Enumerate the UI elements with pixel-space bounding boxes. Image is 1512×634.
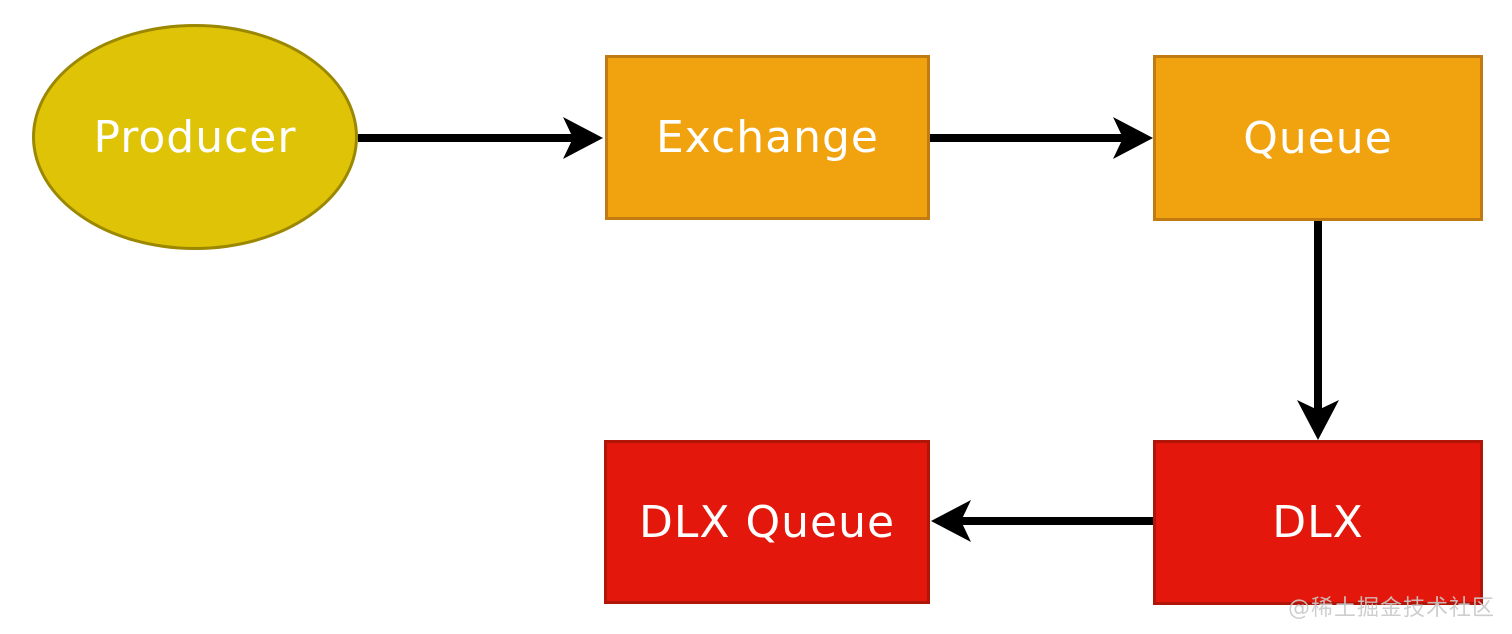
arrow-producer-to-exchange xyxy=(358,117,603,159)
arrow-queue-to-dlx xyxy=(1297,221,1339,440)
watermark: @稀土掘金技术社区 xyxy=(1287,596,1495,621)
arrowhead-down-icon xyxy=(1297,400,1339,440)
node-exchange-label: Exchange xyxy=(656,112,879,163)
node-producer: Producer xyxy=(32,24,358,250)
arrowhead-right-icon xyxy=(563,117,603,159)
arrowhead-left-icon xyxy=(931,500,971,542)
node-dlx-label: DLX xyxy=(1272,497,1364,548)
node-exchange: Exchange xyxy=(605,55,930,220)
arrow-exchange-to-queue xyxy=(930,117,1153,159)
node-queue-label: Queue xyxy=(1243,112,1393,164)
node-producer-label: Producer xyxy=(93,111,297,163)
node-dlx-queue: DLX Queue xyxy=(604,440,930,604)
arrowhead-right-icon xyxy=(1113,117,1153,159)
node-dlx: DLX xyxy=(1153,440,1483,605)
node-queue: Queue xyxy=(1153,55,1483,221)
node-dlx-queue-label: DLX Queue xyxy=(638,496,896,548)
arrow-dlx-to-dlx-queue xyxy=(931,500,1153,542)
